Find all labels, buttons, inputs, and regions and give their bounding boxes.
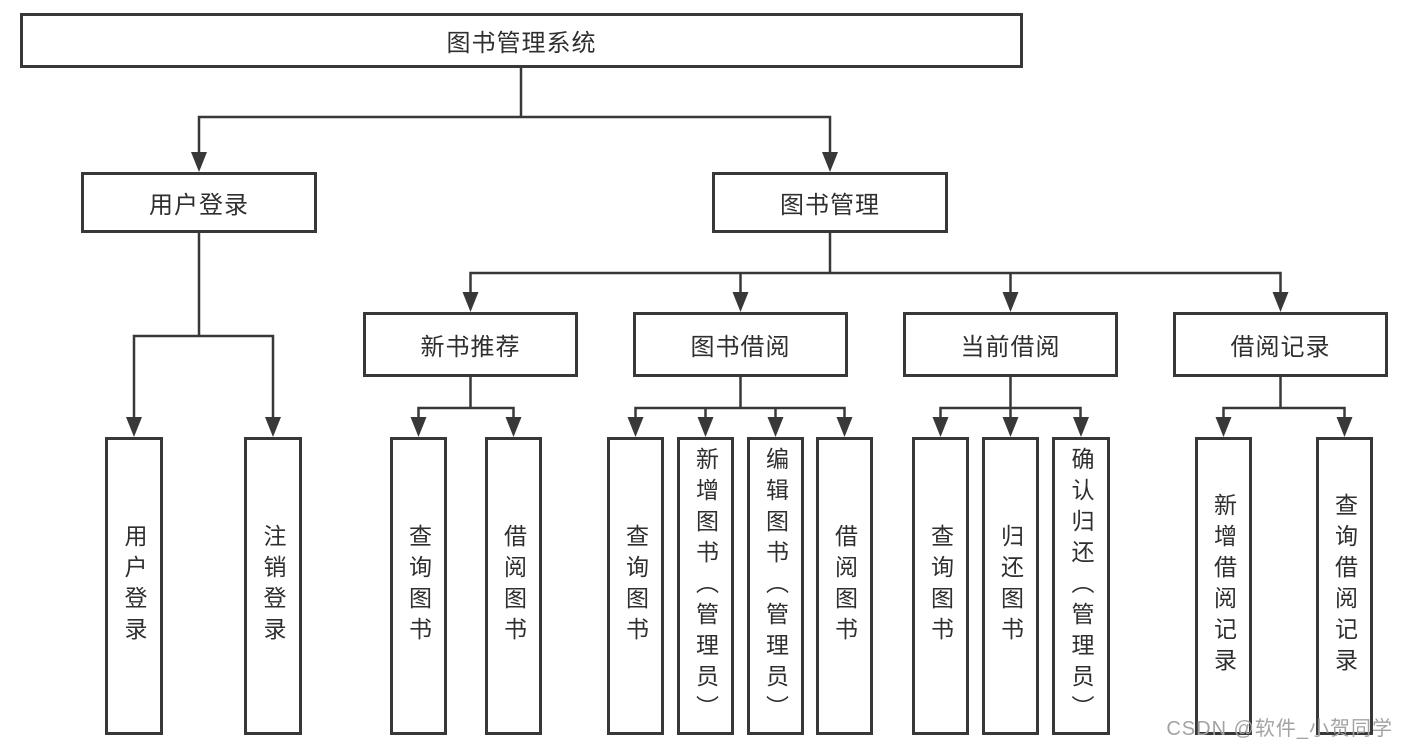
leaf-query-books-borrowing: 查询图书 bbox=[607, 437, 664, 735]
leaf-borrow-books-recommend: 借阅图书 bbox=[485, 437, 542, 735]
connector-user-login-split bbox=[132, 334, 275, 418]
connector-newbook-split bbox=[417, 406, 515, 418]
node-new-book-recommend: 新书推荐 bbox=[363, 312, 578, 377]
watermark: CSDN @软件_小贺同学 bbox=[1166, 718, 1393, 740]
node-borrow-records: 借阅记录 bbox=[1173, 312, 1388, 377]
connector-borrowing-split bbox=[634, 406, 846, 418]
connector-current-split bbox=[939, 406, 1082, 418]
leaf-edit-books-admin: 编辑图书（管理员） bbox=[747, 437, 804, 735]
leaf-query-borrow-record: 查询借阅记录 bbox=[1316, 437, 1373, 735]
node-user-login: 用户登录 bbox=[81, 172, 317, 233]
leaf-borrow-books-borrowing: 借阅图书 bbox=[816, 437, 873, 735]
node-current-borrowing: 当前借阅 bbox=[903, 312, 1118, 377]
leaf-add-books-admin: 新增图书（管理员） bbox=[677, 437, 734, 735]
connector-records-split bbox=[1222, 406, 1346, 418]
connector-level1-split bbox=[197, 115, 832, 153]
leaf-return-books: 归还图书 bbox=[982, 437, 1039, 735]
leaf-add-borrow-record: 新增借阅记录 bbox=[1195, 437, 1252, 735]
leaf-logout-login: 注销登录 bbox=[244, 437, 302, 735]
leaf-user-login: 用户登录 bbox=[105, 437, 163, 735]
leaf-confirm-return-admin: 确认归还（管理员） bbox=[1052, 437, 1110, 735]
node-book-borrowing: 图书借阅 bbox=[633, 312, 848, 377]
leaf-query-books-current: 查询图书 bbox=[912, 437, 969, 735]
leaf-query-books-recommend: 查询图书 bbox=[390, 437, 447, 735]
node-library-management-system: 图书管理系统 bbox=[20, 13, 1023, 68]
node-book-management: 图书管理 bbox=[712, 172, 948, 233]
connector-level2-split bbox=[469, 271, 1282, 293]
